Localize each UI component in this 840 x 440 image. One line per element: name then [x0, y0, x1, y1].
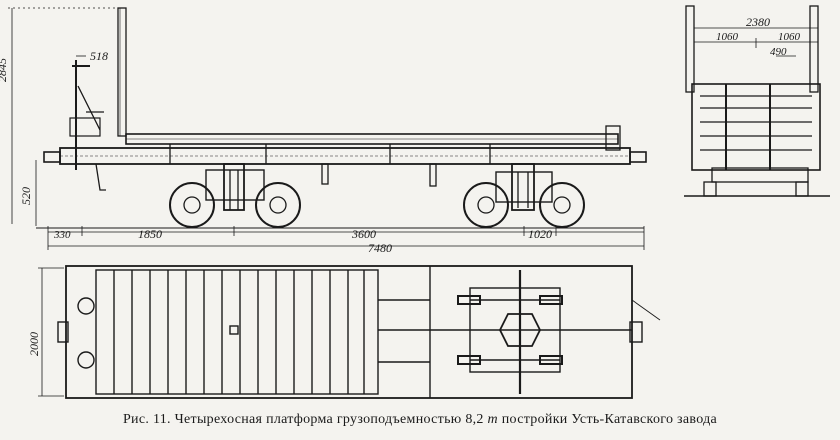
- dim-lever-offset: 518: [90, 49, 108, 63]
- caption-prefix: Рис. 11. Четырехосная платформа грузопод…: [122, 412, 484, 427]
- plan-dimensions: [38, 267, 64, 397]
- dim-wheelbase: 1020: [528, 227, 552, 241]
- side-dim-labels: 2845 518 520 330 1850 3600 1020 7480: [0, 49, 552, 255]
- dim-end-offset: 490: [770, 46, 787, 58]
- dim-height-total: 2845: [0, 58, 9, 82]
- end-dim-labels: 2380 1060 1060 490: [716, 15, 801, 58]
- end-dimensions: [694, 27, 818, 57]
- dim-bogie-spacing: 3600: [351, 227, 376, 241]
- side-dimensions: [8, 7, 645, 250]
- dim-end-half-right: 1060: [778, 31, 801, 43]
- dim-length: 7480: [368, 241, 392, 255]
- plan-view: [57, 265, 661, 399]
- dim-end-width: 2380: [746, 15, 770, 29]
- figure-caption: Рис. 11. Четырехосная платформа грузопод…: [0, 412, 840, 428]
- dim-bogie-offset: 1850: [138, 227, 162, 241]
- dim-deck-height: 520: [19, 187, 33, 205]
- caption-unit: т: [487, 412, 498, 427]
- dim-plan-width: 2000: [27, 332, 41, 356]
- dim-end-half-left: 1060: [716, 31, 739, 43]
- caption-suffix: постройки Усть-Катавского завода: [501, 412, 718, 427]
- end-view: [684, 5, 830, 197]
- side-view: [36, 7, 647, 229]
- dim-overhang: 330: [53, 229, 71, 241]
